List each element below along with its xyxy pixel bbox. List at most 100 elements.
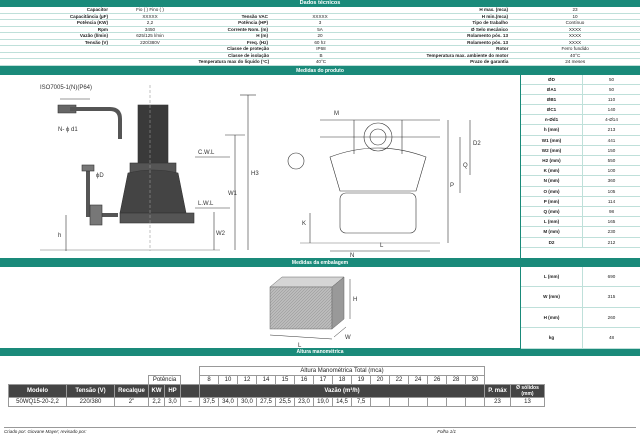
dimension-key: ØA1 (521, 84, 583, 94)
cell-solidos: 13 (510, 397, 545, 407)
drawing-label-k: K (302, 221, 306, 227)
spec-value: Fio ( ) Fino ( ) (136, 7, 164, 12)
flow-value: 19,0 (313, 397, 333, 407)
dimension-row: H2 (mm)550 (521, 156, 640, 167)
section-measures-header: Medidas do produto (0, 66, 640, 75)
dimension-key: H2 (mm) (521, 156, 583, 166)
specs-table: Capacitor Fio ( ) Fino ( ) H max. (mca) … (0, 7, 640, 67)
col-pmax: P. máx (484, 384, 511, 398)
drawing-label-p: P (450, 183, 454, 189)
dimension-value: 230 (607, 229, 616, 235)
flow-value (408, 397, 428, 407)
flow-value (446, 397, 466, 407)
spec-value: XXXX (568, 33, 582, 38)
spec-value: 10 (572, 13, 578, 19)
dimension-row: O (mm)105 (521, 186, 640, 197)
head-value: 16 (294, 375, 314, 385)
spec-value: 60 hz (314, 39, 326, 45)
package-value: 315 (607, 294, 616, 299)
package-value: 48 (608, 335, 615, 340)
footer: Criado por: Giovane Mayer; revisado por:… (4, 427, 636, 434)
dimension-row: P (mm)114 (521, 196, 640, 207)
dimension-value: 213 (607, 127, 616, 133)
cell-kw: 2,2 (148, 397, 165, 407)
drawing-label-m: M (334, 111, 339, 117)
drawing-label-iso: ISO7005-1(N)(P64) (40, 85, 92, 91)
spec-label: Rolamento pós. 13 (467, 39, 508, 45)
table-spacer (181, 367, 200, 376)
spec-label: H min.(mca) (481, 13, 508, 19)
spec-value: 40°C (570, 52, 581, 58)
flow-value: 34,0 (218, 397, 238, 407)
col-kw: KW (148, 384, 165, 398)
dimension-value: 50 (608, 86, 615, 92)
curve-title: Altura Manométrica Total (mca) (199, 366, 485, 376)
dimension-key: D2 (521, 237, 583, 247)
drawing-label-lwl: L.W.L (198, 201, 214, 207)
package-row: H (mm)260 (521, 307, 640, 328)
dimension-key: Q (mm) (521, 206, 583, 217)
dimension-key: n-Ød1 (521, 115, 583, 125)
drawing-label-w1: W1 (228, 191, 238, 197)
dimension-key: ØD (521, 74, 583, 84)
spec-row: Potência (KW) 2,2 Potência (HP) 3 Tipo d… (0, 20, 640, 27)
spec-label: Tipo de trabalho (472, 20, 508, 25)
flow-value: 37,5 (199, 397, 219, 407)
package-drawing: L W H (0, 267, 520, 349)
head-value: 26 (427, 375, 447, 385)
head-value: 17 (313, 375, 333, 385)
head-value: 14 (256, 375, 276, 385)
pump-technical-drawing: ISO7005-1(N)(P64) N- ϕ d1 C.W.L L.W.L ϕD… (40, 84, 481, 259)
flow-value (427, 397, 447, 407)
performance-table-wrap: Altura Manométrica Total (mca) Potência … (0, 366, 640, 407)
spec-row: Temperatura max do liquido (°C) 40°C Pra… (0, 59, 640, 66)
spec-value (270, 7, 370, 13)
footer-author: Criado por: Giovane Mayer; revisado por: (4, 429, 87, 434)
package-box-drawing: L W H (269, 275, 357, 349)
dimension-value: 165 (607, 219, 616, 225)
head-value: 12 (237, 375, 257, 385)
drawing-label-nd: N- ϕ d1 (58, 127, 78, 133)
dimension-row: ØA1 50 (521, 84, 640, 95)
performance-table: Altura Manométrica Total (mca) Potência … (8, 366, 545, 407)
col-potencia: Potência (148, 375, 181, 385)
spec-label: Temperatura max. ambiente do motor (426, 52, 509, 58)
package-value: 690 (607, 273, 616, 279)
cell-hp: 3,0 (164, 397, 181, 407)
pump-drawing: ISO7005-1(N)(P64) N- ϕ d1 C.W.L L.W.L ϕD… (0, 75, 520, 259)
dimension-value: 50 (608, 76, 615, 82)
dimension-value: 441 (607, 137, 616, 143)
package-row: L (mm) 690 (521, 266, 640, 287)
drawing-label-h3: H3 (251, 171, 259, 177)
dimension-key: O (mm) (521, 186, 583, 196)
head-value: 28 (446, 375, 466, 385)
flow-value: 7,5 (351, 397, 371, 407)
dimension-key: ØB1 (521, 94, 583, 105)
product-measures: ISO7005-1(N)(P64) N- ϕ d1 C.W.L L.W.L ϕD… (0, 74, 640, 259)
spec-label: Rotor (496, 46, 509, 51)
dimension-key: W2 (mm) (521, 145, 583, 155)
cell-tensao: 220/380 (66, 397, 115, 407)
dimension-value: 360 (607, 178, 616, 184)
spec-label: Potência (KW) (76, 20, 108, 25)
spec-label: Tensão (V) (84, 39, 108, 45)
spec-label: Ø Selo mecânico (470, 26, 508, 32)
head-value: 22 (389, 375, 409, 385)
dimension-row: N (mm)360 (521, 176, 640, 187)
head-value: 20 (370, 375, 390, 385)
spec-value: XXXX (568, 39, 582, 45)
dimension-value: 4-Ø14 (605, 117, 618, 123)
spec-value: Contínuo (565, 20, 585, 25)
package-key: L (mm) (521, 266, 583, 286)
flow-value: 30,0 (237, 397, 257, 407)
dimension-row: W2 (mm)150 (521, 145, 640, 156)
flow-value: 25,5 (275, 397, 295, 407)
spec-value: XXXXX (142, 13, 158, 19)
spec-value: 24 meses (565, 59, 586, 64)
spec-value: 2,2 (146, 20, 154, 25)
spec-value: 5A (317, 26, 323, 32)
spec-label: Vazão (l/min) (79, 33, 108, 38)
